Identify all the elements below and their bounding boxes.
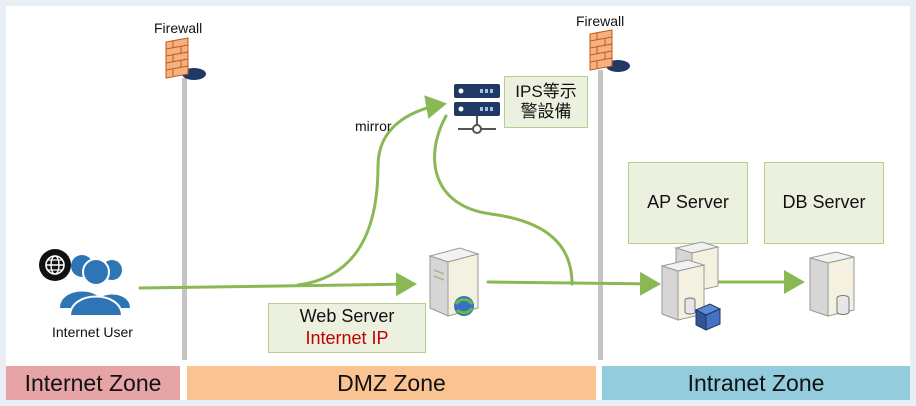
zone-intranet: Intranet Zone: [602, 366, 910, 400]
firewall-2-label: Firewall: [576, 13, 625, 29]
ips-server-icon: [454, 84, 500, 134]
users-icon: [60, 255, 130, 317]
arrow-user-to-web: [138, 272, 417, 297]
db-server-title: DB Server: [782, 192, 866, 213]
flow-arrows: [138, 95, 805, 297]
firewall-1-icon: [165, 37, 206, 80]
web-server-title: Web Server: [299, 306, 395, 327]
zone-dmz-label: DMZ Zone: [337, 369, 446, 396]
internet-user-label: Internet User: [52, 324, 133, 340]
network-diagram: Internet Zone DMZ Zone Intranet Zone Fir…: [6, 6, 910, 400]
zone-dmz: DMZ Zone: [187, 366, 596, 400]
globe-icon: [39, 249, 71, 281]
zone-internet: Internet Zone: [6, 366, 180, 400]
ips-device-box: IPS等示 警設備: [504, 76, 588, 128]
db-server-icon: [809, 251, 855, 317]
ips-line-2: 警設備: [520, 102, 572, 121]
ap-server-box: AP Server: [628, 162, 748, 244]
arrow-mirror-to-ips: [296, 95, 447, 287]
firewall-1-label: Firewall: [154, 20, 203, 36]
ap-server-icon: [660, 241, 722, 331]
ips-line-1: IPS等示: [515, 81, 577, 101]
zone-internet-label: Internet Zone: [24, 369, 162, 396]
ips-return-line: [433, 114, 574, 286]
web-server-icon: [428, 247, 480, 317]
db-server-box: DB Server: [764, 162, 884, 244]
web-server-box: Web Server Internet IP: [268, 303, 426, 353]
web-server-ip: Internet IP: [305, 328, 389, 348]
firewall-2-icon: [589, 29, 630, 72]
firewall-2-pole: [598, 70, 603, 360]
ap-server-title: AP Server: [647, 192, 729, 213]
mirror-label: mirror: [355, 118, 392, 134]
firewall-1-pole: [182, 78, 187, 360]
zone-intranet-label: Intranet Zone: [687, 369, 825, 396]
